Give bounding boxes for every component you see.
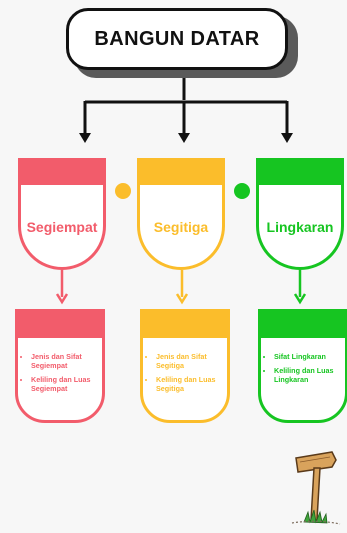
- detail-list: Jenis dan Sifat Segitiga Keliling dan Lu…: [143, 352, 227, 393]
- category-label: Segiempat: [26, 219, 98, 235]
- category-label: Segitiga: [153, 219, 209, 235]
- arrowhead-red: [55, 293, 69, 305]
- list-item: Jenis dan Sifat Segitiga: [156, 352, 225, 370]
- card-band: [18, 312, 102, 338]
- signpost-icon: [291, 451, 341, 525]
- detail-list: Sifat Lingkaran Keliling dan Luas Lingka…: [261, 352, 345, 384]
- detail-card-lingkaran: Sifat Lingkaran Keliling dan Luas Lingka…: [258, 309, 347, 423]
- green-dot: [234, 183, 250, 199]
- yellow-dot: [115, 183, 131, 199]
- arrowhead-segiempat: [79, 133, 91, 143]
- card-band: [261, 312, 345, 338]
- list-item: Sifat Lingkaran: [274, 352, 343, 361]
- arrowhead-segitiga: [178, 133, 190, 143]
- category-label: Lingkaran: [266, 219, 334, 235]
- list-item: Jenis dan Sifat Segiempat: [31, 352, 100, 370]
- arrowhead-yellow: [175, 293, 189, 305]
- category-segitiga: Segitiga: [137, 158, 225, 270]
- diagram-title: BANGUN DATAR: [94, 27, 260, 50]
- shield-band: [259, 161, 341, 185]
- list-item: Keliling dan Luas Segiempat: [31, 375, 100, 393]
- list-item: Keliling dan Luas Lingkaran: [274, 366, 343, 384]
- shield-band: [21, 161, 103, 185]
- card-band: [143, 312, 227, 338]
- list-item: Keliling dan Luas Segitiga: [156, 375, 225, 393]
- detail-card-segiempat: Jenis dan Sifat Segiempat Keliling dan L…: [15, 309, 105, 423]
- arrowhead-lingkaran: [281, 133, 293, 143]
- category-lingkaran: Lingkaran: [256, 158, 344, 270]
- detail-list: Jenis dan Sifat Segiempat Keliling dan L…: [18, 352, 102, 393]
- category-segiempat: Segiempat: [18, 158, 106, 270]
- arrowhead-green: [293, 293, 307, 305]
- detail-card-segitiga: Jenis dan Sifat Segitiga Keliling dan Lu…: [140, 309, 230, 423]
- shield-band: [140, 161, 222, 185]
- title-box: BANGUN DATAR: [66, 8, 288, 70]
